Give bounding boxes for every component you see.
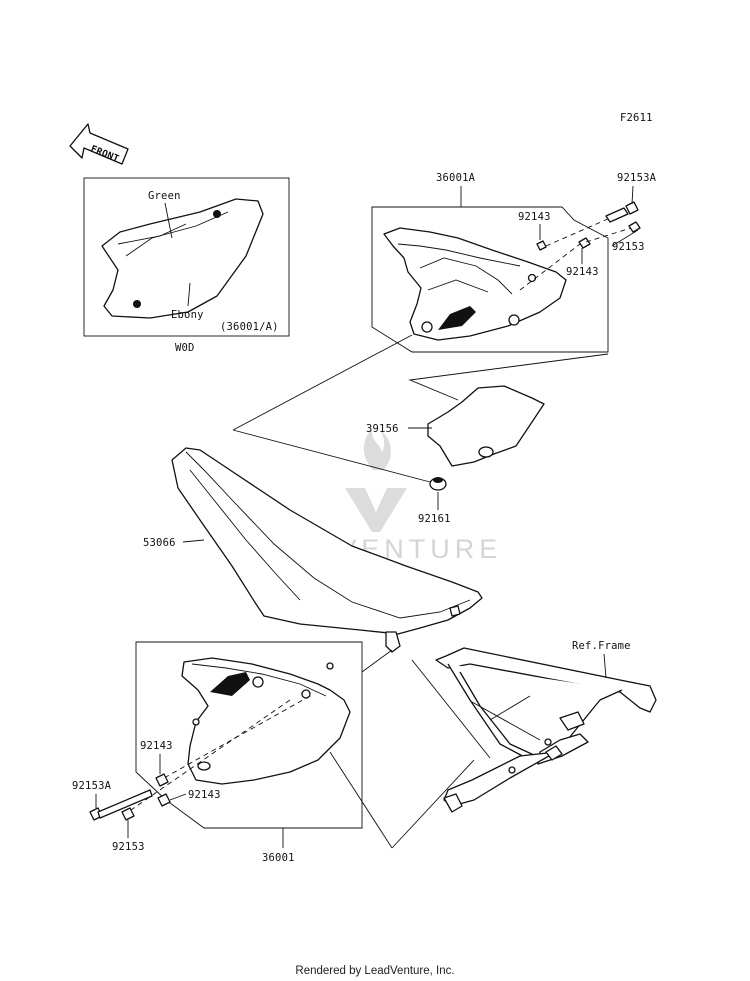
seat-hook	[385, 631, 401, 653]
callout-ref-frame: Ref.Frame	[572, 640, 631, 652]
inset-color-green: Green	[148, 190, 181, 202]
callout-92153a-top: 92153A	[617, 172, 657, 184]
watermark-flame-icon	[363, 428, 391, 470]
callout-92143-d: 92143	[188, 789, 221, 801]
inset-color-variants: Green Ebony (36001/A) W0D	[83, 177, 290, 354]
upper-cover-vent	[438, 306, 476, 330]
grommet-92161: 92161	[418, 477, 451, 525]
inset-frame	[83, 177, 290, 337]
lower-side-cover-group: 92143 92153A 92143 92153 36001	[72, 641, 363, 864]
callout-92153-bottom: 92153	[112, 841, 145, 853]
ref-frame: Ref.Frame	[435, 640, 657, 813]
watermark-v-icon	[345, 488, 407, 532]
seat-53066: 53066	[143, 447, 483, 653]
front-arrow-icon: FRONT	[69, 123, 129, 165]
bolt-92153-top-icon	[628, 221, 641, 233]
inset-side-cover	[101, 198, 264, 319]
callout-92161: 92161	[418, 513, 451, 525]
bolt-92153-bottom-icon	[121, 807, 135, 821]
washer-92143-c-icon	[155, 773, 169, 787]
leader-lower-to-seat	[361, 649, 393, 673]
footer-credit: Rendered by LeadVenture, Inc.	[295, 965, 454, 977]
callout-92153-top: 92153	[612, 241, 645, 253]
callout-92143-b: 92143	[566, 266, 599, 278]
bolt-92153a-top-icon	[605, 207, 629, 223]
callout-36001: 36001	[262, 852, 295, 864]
inset-hole-bottom	[133, 300, 141, 308]
callout-36001a: 36001A	[436, 172, 476, 184]
leader-upper-to-seat-right	[408, 353, 609, 401]
leader-lower-to-frame-a	[329, 751, 393, 849]
seat-pad-39156: 39156	[366, 385, 545, 467]
inset-caption: W0D	[175, 342, 195, 354]
washer-92143-a-icon	[536, 240, 547, 251]
washer-92143-d-icon	[157, 793, 171, 807]
leader-upper-to-seat-left	[232, 334, 413, 431]
callout-92153a-bottom: 92153A	[72, 780, 112, 792]
callout-39156: 39156	[366, 423, 399, 435]
callout-53066: 53066	[143, 537, 176, 549]
upper-side-cover-group: 36001A 92153A 92143 92153 92143	[371, 172, 657, 353]
upper-side-cover	[383, 227, 567, 341]
callout-92143-a: 92143	[518, 211, 551, 223]
inset-color-ebony: Ebony	[171, 309, 204, 321]
lower-cover-vent	[210, 672, 250, 696]
figure-code: F2611	[620, 112, 653, 124]
lower-group-frame	[135, 641, 363, 829]
inset-hole-top	[213, 210, 221, 218]
upper-group-frame	[371, 206, 609, 353]
callout-92143-c: 92143	[140, 740, 173, 752]
washer-92143-b-icon	[578, 237, 591, 249]
inset-part-ref: (36001/A)	[220, 321, 279, 333]
